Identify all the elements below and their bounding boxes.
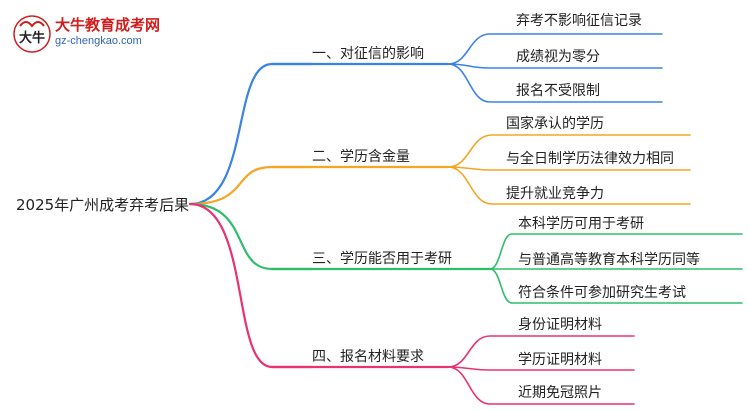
branch-4-label: 四、报名材料要求 [312, 349, 424, 365]
logo-title: 大牛教育成考网 [55, 16, 161, 34]
leaf-1-2-connector [447, 63, 663, 69]
leaf-1-3: 报名不受限制 [516, 83, 600, 99]
leaf-1-1-connector [447, 33, 663, 65]
leaf-2-2-connector [447, 166, 691, 171]
leaf-2-1-connector [447, 134, 691, 168]
leaf-1-3-connector [447, 63, 663, 103]
branch-4-connector [188, 202, 314, 369]
site-logo[interactable]: 大牛 大牛教育成考网 gz-chengkao.com [12, 12, 182, 58]
leaf-4-1-connector [447, 335, 635, 368]
leaf-4-1: 身份证明材料 [518, 317, 602, 333]
root-topic: 2025年广州成考弃考后果 [16, 196, 190, 214]
leaf-4-2: 学历证明材料 [518, 352, 602, 368]
branch-1-connector [188, 62, 314, 206]
leaf-4-3: 近期免冠照片 [518, 385, 602, 401]
leaf-2-3: 提升就业竞争力 [506, 186, 604, 202]
leaf-3-1-connector [489, 233, 743, 270]
logo-mark-text: 大牛 [19, 30, 45, 46]
branch-3-connector [188, 202, 314, 271]
leaf-4-3-connector [447, 366, 635, 405]
leaf-2-1: 国家承认的学历 [506, 116, 604, 132]
leaf-3-1: 本科学历可用于考研 [518, 216, 644, 232]
leaf-4-2-connector [447, 366, 635, 371]
leaf-3-2: 与普通高等教育本科学历同等 [518, 252, 700, 268]
branch-2-label: 二、学历含金量 [312, 149, 410, 165]
leaf-3-3-connector [489, 268, 743, 304]
leaf-2-2: 与全日制学历法律效力相同 [506, 151, 674, 167]
branch-1-label: 一、对征信的影响 [312, 46, 424, 62]
leaf-3-3: 符合条件可参加研究生考试 [518, 285, 686, 301]
leaf-1-1: 弃考不影响征信记录 [516, 13, 642, 29]
branch-2-connector [188, 165, 314, 206]
bull-logo-icon: 大牛 [13, 15, 51, 53]
branch-3-label: 三、学历能否用于考研 [312, 251, 452, 267]
leaf-1-2: 成绩视为零分 [516, 49, 600, 65]
leaf-2-3-connector [447, 166, 691, 205]
logo-url[interactable]: gz-chengkao.com [55, 35, 142, 47]
